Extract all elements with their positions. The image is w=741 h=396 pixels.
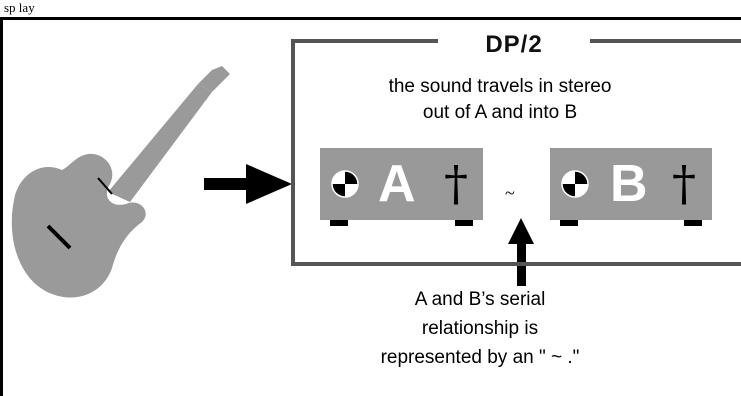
unit-foot (455, 220, 473, 226)
stereo-caption: the sound travels in stereo out of A and… (330, 74, 670, 126)
unit-b: B † (550, 148, 712, 226)
half-filled-circle-icon (561, 170, 589, 198)
unit-foot (560, 220, 578, 226)
unit-letter: A (378, 155, 416, 213)
unit-foot (330, 220, 348, 226)
stereo-caption-line: out of A and into B (422, 102, 578, 123)
outer-frame (0, 17, 741, 396)
unit-letter: B (610, 155, 648, 213)
serial-caption: A and B’s serial relationship is represe… (350, 285, 610, 372)
dagger-icon: † (672, 156, 696, 212)
input-arrow-icon (204, 164, 292, 204)
unit-foot (684, 220, 702, 226)
stereo-caption-line: the sound travels in stereo (388, 76, 612, 97)
serial-symbol: ~ (505, 183, 515, 203)
dp-box-title: DP/2 (438, 28, 590, 62)
unit-a: A † (320, 148, 483, 226)
dagger-icon: † (444, 156, 468, 212)
serial-caption-line: relationship is (421, 318, 539, 339)
guitar-icon (11, 66, 230, 298)
serial-caption-line: A and B’s serial (414, 289, 546, 310)
serial-caption-line: represented by an " ~ ." (380, 347, 580, 368)
clipped-header-text: sp lay (4, 0, 35, 15)
half-filled-circle-icon (331, 170, 359, 198)
